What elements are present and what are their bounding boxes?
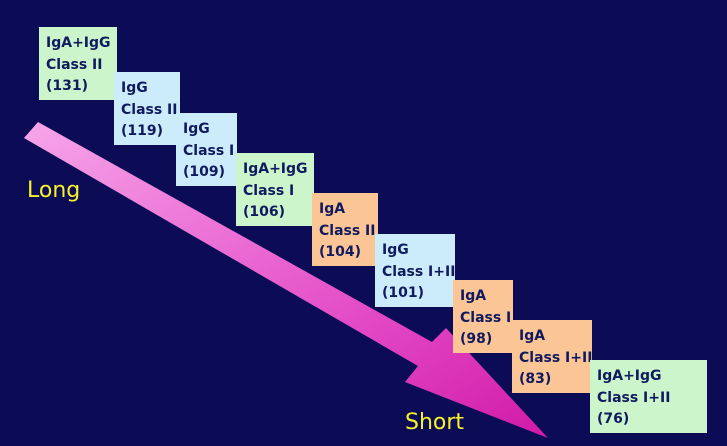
long-label: Long — [27, 178, 81, 203]
antibody-label: IgA — [460, 288, 487, 304]
box-iga-class1-2: IgA Class I+II (83) — [512, 320, 592, 393]
count-label: (76) — [597, 411, 630, 427]
antibody-label: IgA — [519, 328, 546, 344]
box-iga-class2: IgA Class II (104) — [312, 193, 378, 266]
antibody-label: IgA+IgG — [597, 368, 662, 384]
box-iga-igg-class1-2: IgA+IgG Class I+II (76) — [590, 360, 707, 433]
count-label: (106) — [243, 204, 286, 220]
antibody-label: IgG — [183, 121, 210, 137]
antibody-label: IgA — [319, 201, 346, 217]
antibody-label: IgA+IgG — [243, 161, 308, 177]
box-iga-igg-class1: IgA+IgG Class I (106) — [236, 153, 314, 226]
count-label: (83) — [519, 371, 552, 387]
antibody-label: IgG — [121, 80, 148, 96]
class-label: Class I+II — [597, 389, 671, 406]
short-label: Short — [405, 410, 465, 435]
box-iga-class1: IgA Class I (98) — [453, 280, 513, 353]
count-label: (109) — [183, 164, 226, 180]
count-label: (98) — [460, 331, 493, 347]
class-label: Class II — [319, 222, 376, 239]
box-igg-class1-2: IgG Class I+II (101) — [375, 234, 455, 307]
class-label: Class I+II — [519, 349, 593, 366]
box-iga-igg-class2: IgA+IgG Class II (131) — [39, 27, 117, 100]
class-label: Class II — [121, 101, 178, 118]
count-label: (104) — [319, 244, 362, 260]
count-label: (131) — [46, 78, 89, 94]
count-label: (119) — [121, 123, 164, 139]
class-label: Class I+II — [382, 263, 456, 280]
box-igg-class2: IgG Class II (119) — [114, 72, 180, 145]
class-label: Class I — [243, 182, 295, 199]
antibody-label: IgG — [382, 242, 409, 258]
arrow-body — [24, 122, 548, 438]
class-label: Class I — [460, 309, 512, 326]
antibody-label: IgA+IgG — [46, 35, 111, 51]
count-label: (101) — [382, 285, 425, 301]
class-label: Class I — [183, 142, 235, 159]
class-label: Class II — [46, 56, 103, 73]
box-igg-class1: IgG Class I (109) — [176, 113, 237, 186]
